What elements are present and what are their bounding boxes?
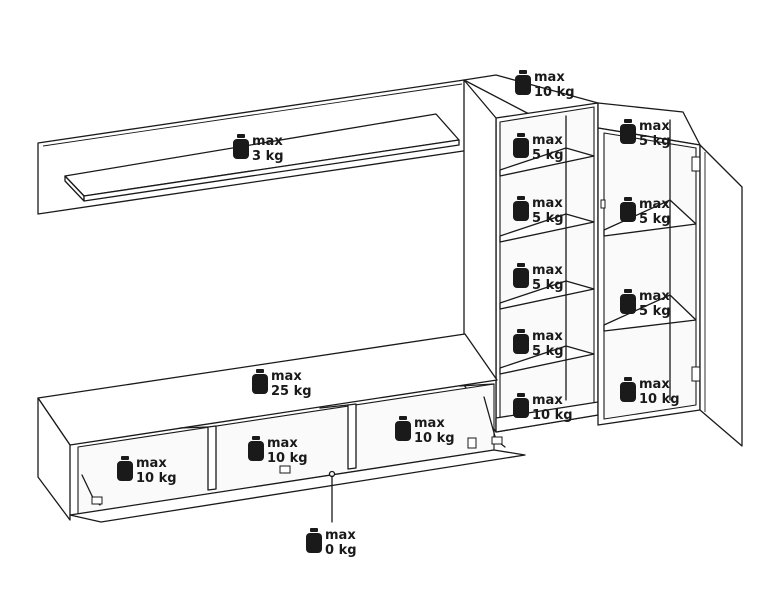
weight-label-max: max <box>532 196 563 211</box>
weight-label-max: max <box>532 329 563 344</box>
weight-label-max: max <box>639 289 670 304</box>
weight-icon <box>620 119 636 144</box>
weight-label-max: max <box>639 119 670 134</box>
weight-label-max: max <box>136 456 167 471</box>
weight-label-max: max <box>271 369 302 384</box>
weight-icon <box>620 289 636 314</box>
weight-icon <box>620 377 636 402</box>
wall-shelf <box>64 113 460 202</box>
weight-icon <box>513 133 529 158</box>
weight-label-max: max <box>414 416 445 431</box>
weight-icon <box>117 456 133 481</box>
weight-icon <box>233 134 249 159</box>
weight-label-kg: 10 kg <box>639 392 680 407</box>
weight-icon <box>395 416 411 441</box>
weight-label-kg: 5 kg <box>532 148 564 163</box>
weight-label-max: max <box>325 528 356 543</box>
cabinet-unit <box>597 102 701 426</box>
weight-label-max: max <box>639 377 670 392</box>
weight-label-kg: 5 kg <box>532 278 564 293</box>
weight-label-kg: 10 kg <box>414 431 455 446</box>
weight-label-kg: 5 kg <box>639 134 671 149</box>
weight-label-kg: 5 kg <box>532 211 564 226</box>
weight-label-kg: 3 kg <box>252 149 284 164</box>
weight-label-kg: 25 kg <box>271 384 312 399</box>
weight-label-kg: 5 kg <box>532 344 564 359</box>
weight-label-max: max <box>639 197 670 212</box>
weight-icon <box>513 196 529 221</box>
weight-label-kg: 5 kg <box>639 304 671 319</box>
weight-label-kg: 10 kg <box>532 408 573 423</box>
weight-label-max: max <box>532 393 563 408</box>
weight-icon <box>515 70 531 95</box>
weight-label-kg: 10 kg <box>534 85 575 100</box>
weight-icon <box>248 436 264 461</box>
weight-label-kg: 0 kg <box>325 543 357 558</box>
weight-label-max: max <box>267 436 298 451</box>
weight-icon <box>252 369 268 394</box>
weight-label-kg: 10 kg <box>136 471 177 486</box>
weight-icon <box>513 393 529 418</box>
weight-icon <box>513 329 529 354</box>
weight-label-kg: 10 kg <box>267 451 308 466</box>
weight-label-max: max <box>532 263 563 278</box>
weight-icon <box>620 197 636 222</box>
weight-label-kg: 5 kg <box>639 212 671 227</box>
weight-label-max: max <box>252 134 283 149</box>
weight-label-max: max <box>532 133 563 148</box>
cabinet-door <box>699 144 743 447</box>
weight-icon <box>513 263 529 288</box>
weight-icon <box>306 528 322 553</box>
tv-bench <box>37 333 526 523</box>
weight-label-max: max <box>534 70 565 85</box>
